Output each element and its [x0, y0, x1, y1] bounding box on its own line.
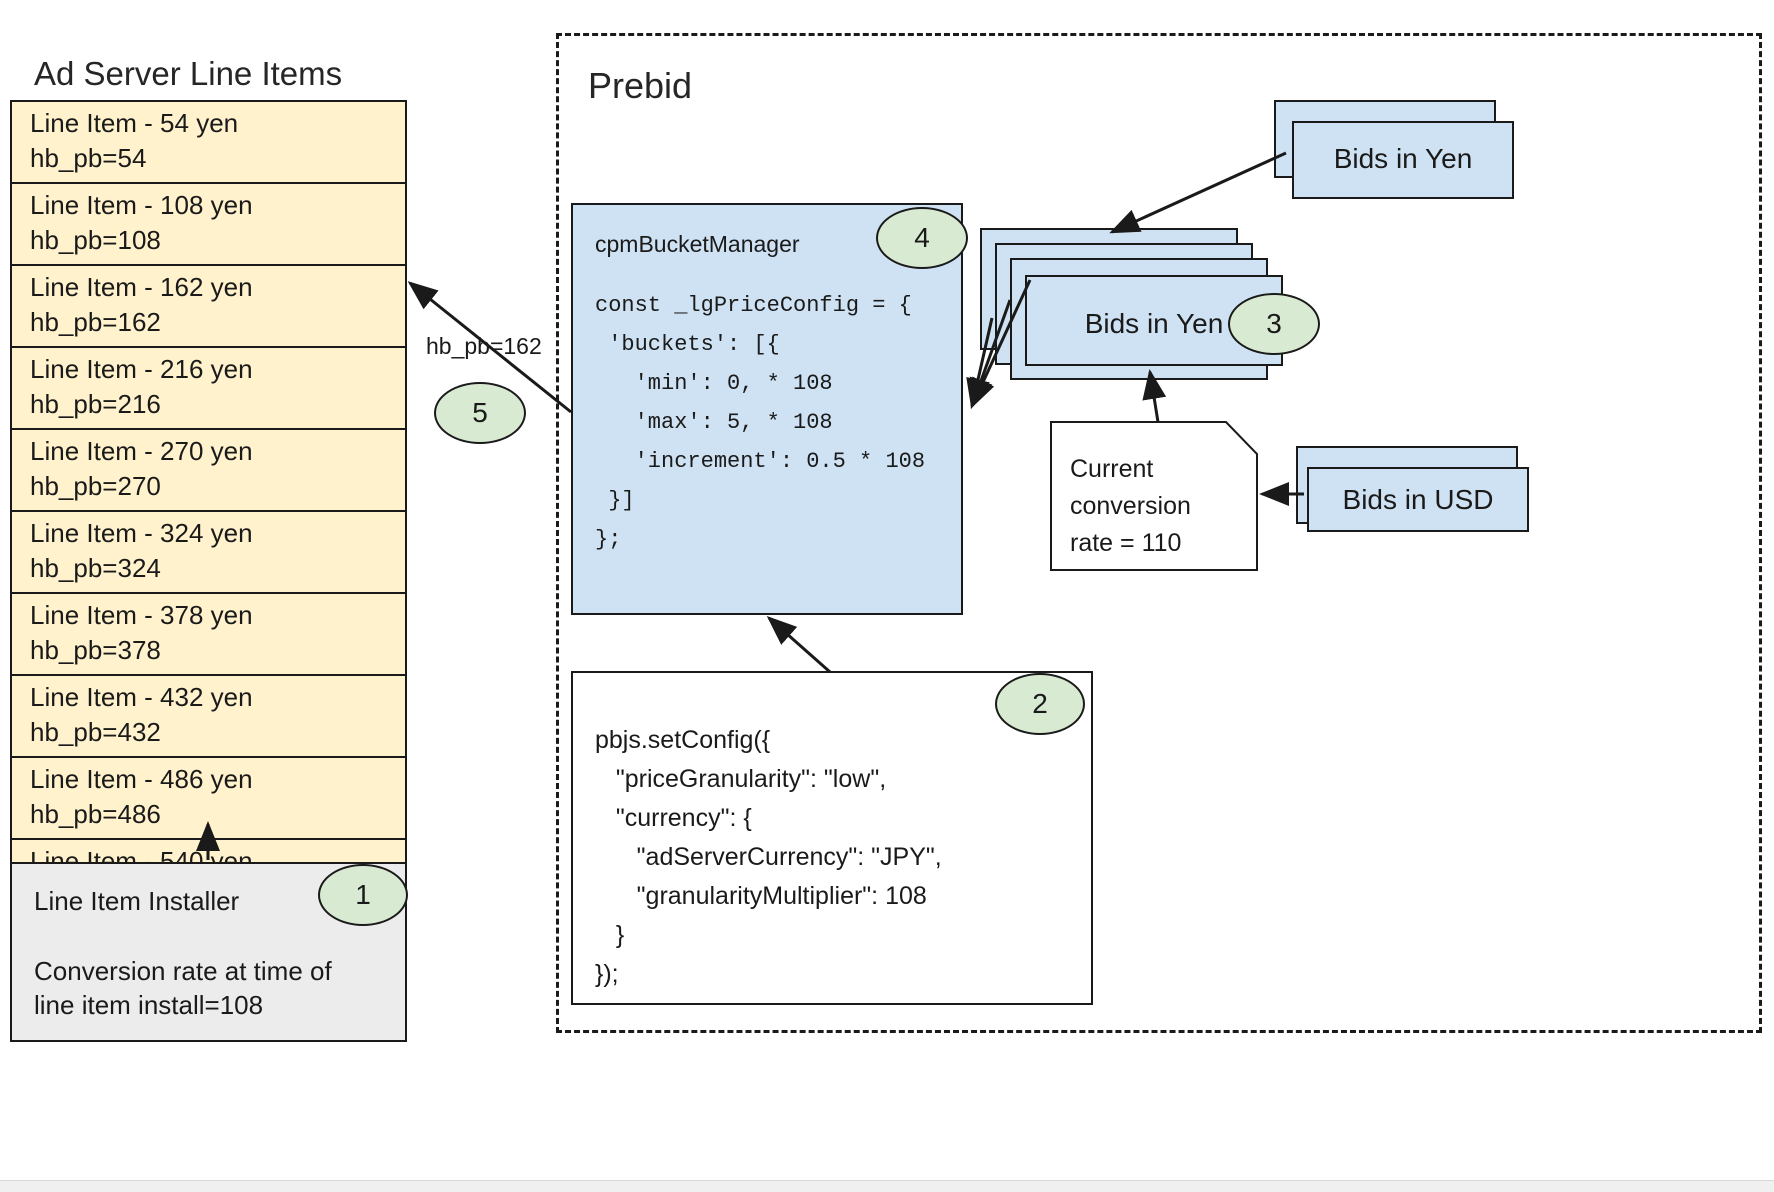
badge-5[interactable]: 5 — [434, 382, 526, 444]
conversion-rate-note: Current conversion rate = 110 — [1050, 421, 1258, 571]
line-item-name: Line Item - 108 yen — [30, 190, 253, 220]
line-item-row[interactable]: Line Item - 216 yen hb_pb=216 — [12, 348, 405, 430]
conversion-note-text: Current conversion rate = 110 — [1070, 451, 1191, 562]
line-item-key: hb_pb=108 — [30, 225, 161, 255]
line-item-name: Line Item - 270 yen — [30, 436, 253, 466]
line-item-name: Line Item - 378 yen — [30, 600, 253, 630]
line-item-row[interactable]: Line Item - 54 yen hb_pb=54 — [12, 102, 405, 184]
line-item-name: Line Item - 432 yen — [30, 682, 253, 712]
line-item-key: hb_pb=216 — [30, 389, 161, 419]
line-item-key: hb_pb=432 — [30, 717, 161, 747]
ad-server-line-items-title: Ad Server Line Items — [34, 55, 343, 92]
bids-in-usd-box[interactable] — [1307, 467, 1529, 532]
line-item-row[interactable]: Line Item - 108 yen hb_pb=108 — [12, 184, 405, 266]
badge-4[interactable]: 4 — [876, 207, 968, 269]
badge-3[interactable]: 3 — [1228, 293, 1320, 355]
badge-2[interactable]: 2 — [995, 673, 1085, 735]
line-item-row[interactable]: Line Item - 162 yen hb_pb=162 — [12, 266, 405, 348]
line-item-key: hb_pb=162 — [30, 307, 161, 337]
bids-in-usd-label: Bids in USD — [1342, 484, 1494, 515]
cpm-block-code: const _lgPriceConfig = { 'buckets': [{ '… — [595, 293, 926, 552]
line-item-name: Line Item - 162 yen — [30, 272, 253, 302]
badge-1[interactable]: 1 — [318, 864, 408, 926]
line-item-key: hb_pb=378 — [30, 635, 161, 665]
conversion-note-line2: conversion — [1070, 492, 1191, 520]
line-item-row[interactable]: Line Item - 324 yen hb_pb=324 — [12, 512, 405, 594]
cpm-bucket-manager-block: cpmBucketManager const _lgPriceConfig = … — [571, 203, 963, 615]
line-item-installer-box: Line Item Installer Conversion rate at t… — [10, 862, 407, 1042]
hb-pb-edge-label: hb_pb=162 — [424, 333, 544, 360]
line-item-row[interactable]: Line Item - 270 yen hb_pb=270 — [12, 430, 405, 512]
line-item-name: Line Item - 54 yen — [30, 108, 239, 138]
line-items-table: Line Item - 54 yen hb_pb=54 Line Item - … — [10, 100, 407, 922]
line-item-key: hb_pb=54 — [30, 143, 147, 173]
bids-in-yen-top-box[interactable] — [1292, 121, 1514, 199]
installer-title: Line Item Installer — [34, 886, 240, 916]
setconfig-code: pbjs.setConfig({ "priceGranularity": "lo… — [595, 726, 942, 988]
setconfig-block: pbjs.setConfig({ "priceGranularity": "lo… — [571, 671, 1093, 1005]
line-item-name: Line Item - 216 yen — [30, 354, 253, 384]
conversion-note-line3: rate = 110 — [1070, 529, 1182, 557]
cpm-block-header: cpmBucketManager — [595, 231, 800, 257]
page-bottom-bar — [0, 1180, 1774, 1192]
line-item-name: Line Item - 486 yen — [30, 764, 253, 794]
line-item-name: Line Item - 324 yen — [30, 518, 253, 548]
line-item-row[interactable]: Line Item - 432 yen hb_pb=432 — [12, 676, 405, 758]
line-item-row[interactable]: Line Item - 378 yen hb_pb=378 — [12, 594, 405, 676]
line-item-key: hb_pb=270 — [30, 471, 161, 501]
line-item-key: hb_pb=324 — [30, 553, 161, 583]
conversion-note-line1: Current — [1070, 455, 1154, 483]
line-item-row[interactable]: Line Item - 486 yen hb_pb=486 — [12, 758, 405, 840]
installer-note-line2: line item install=108 — [34, 990, 264, 1020]
prebid-title: Prebid — [588, 65, 693, 106]
line-item-key: hb_pb=486 — [30, 799, 161, 829]
bids-in-yen-top-label: Bids in Yen — [1333, 143, 1473, 174]
bids-in-yen-stack-label: Bids in Yen — [1084, 308, 1224, 339]
note-shape-icon — [1050, 421, 1258, 571]
prebid-boundary — [556, 33, 1762, 1033]
installer-note-line1: Conversion rate at time of — [34, 956, 332, 986]
